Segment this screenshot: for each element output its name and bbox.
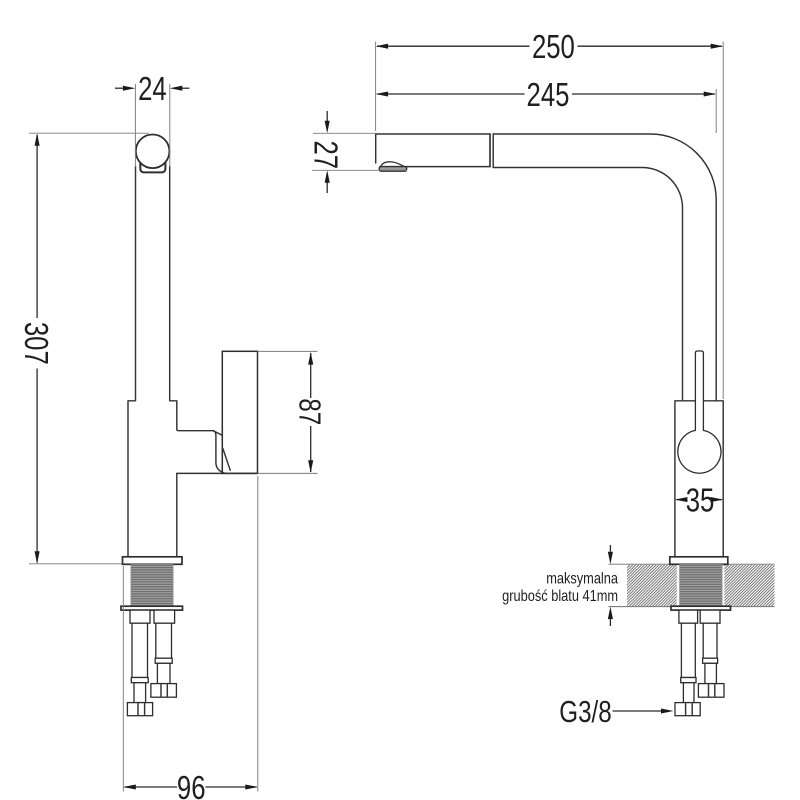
svg-text:G3/8: G3/8 [559,694,611,729]
svg-text:27: 27 [307,140,344,169]
svg-text:245: 245 [527,77,570,114]
svg-text:grubość blatu 41mm: grubość blatu 41mm [502,588,618,606]
svg-text:24: 24 [138,71,167,108]
svg-text:35: 35 [686,483,715,520]
svg-text:307: 307 [17,322,54,365]
svg-text:250: 250 [532,29,575,66]
svg-text:maksymalna: maksymalna [546,570,619,588]
svg-text:87: 87 [293,398,328,425]
svg-text:96: 96 [177,770,206,800]
